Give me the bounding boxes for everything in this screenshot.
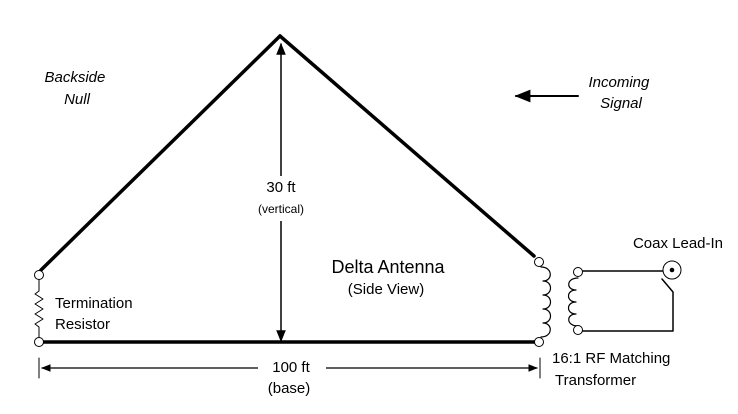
base-note: (base) (268, 380, 311, 397)
coax-shield-wire (582, 278, 674, 332)
transformer-label: 16:1 RF Matching Transformer (552, 350, 675, 389)
antenna-view-label: (Side View) (348, 281, 424, 298)
termination-resistor (34, 270, 44, 347)
base-length-label: 100 ft (272, 359, 310, 376)
secondary-coil-icon (567, 277, 579, 327)
base-label-background (258, 354, 326, 394)
coax-label: Coax Lead-In (633, 235, 723, 252)
primary-coil-icon (540, 266, 552, 338)
antenna-title: Delta Antenna (331, 257, 445, 277)
coax-lead-in (582, 260, 682, 332)
height-label-background (250, 176, 314, 221)
secondary-terminal-bottom (573, 325, 583, 335)
backside-null-label: Backside Null (44, 69, 109, 108)
termination-label: Termination Resistor (55, 295, 137, 333)
terminal-bottom-left (34, 337, 44, 347)
terminal-top-right (534, 257, 544, 267)
secondary-terminal-top (573, 267, 583, 277)
terminal-bottom-right (534, 337, 544, 347)
antenna-left-leg (39, 34, 282, 272)
height-note: (vertical) (258, 202, 304, 216)
incoming-signal-label: Incoming Signal (588, 74, 653, 112)
height-label: 30 ft (266, 179, 296, 196)
terminal-top-left (34, 270, 44, 280)
coax-connector-center (669, 267, 675, 273)
antenna-right-leg (278, 34, 536, 258)
resistor-zigzag-icon (34, 279, 44, 338)
rf-matching-transformer (534, 257, 583, 347)
delta-antenna (39, 34, 536, 344)
